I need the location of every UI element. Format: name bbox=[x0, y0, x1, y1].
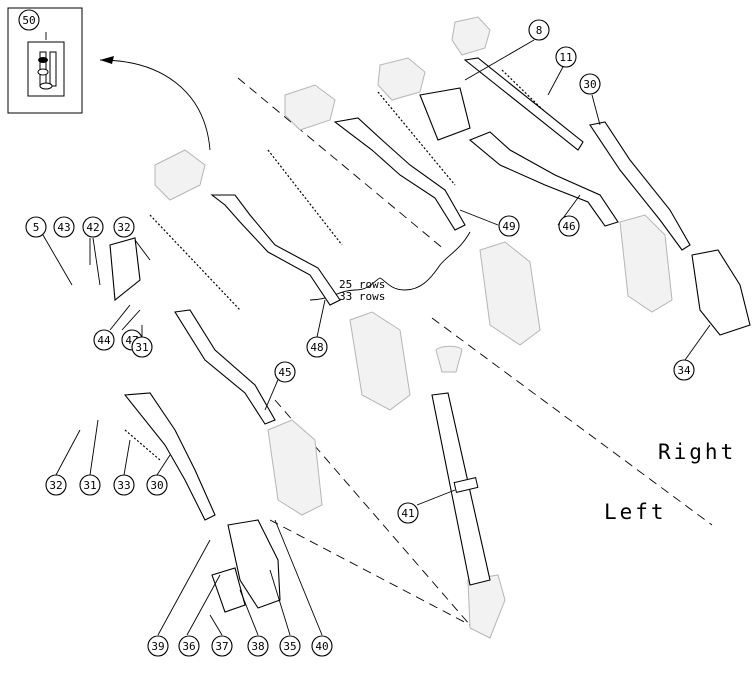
rows-note-line2: 33 rows bbox=[339, 290, 385, 303]
callout-45: 45 bbox=[274, 361, 296, 383]
callout-8: 8 bbox=[528, 19, 550, 41]
callout-34: 34 bbox=[673, 359, 695, 381]
callout-42: 42 bbox=[82, 216, 104, 238]
svg-text:34: 34 bbox=[677, 364, 691, 377]
callout-48: 48 bbox=[306, 336, 328, 358]
callout-49: 49 bbox=[498, 215, 520, 237]
svg-text:44: 44 bbox=[97, 334, 111, 347]
callout-41: 41 bbox=[397, 502, 419, 524]
callout-11: 11 bbox=[555, 46, 577, 68]
callout-43: 43 bbox=[53, 216, 75, 238]
callout-38: 38 bbox=[247, 635, 269, 657]
svg-text:33: 33 bbox=[117, 479, 130, 492]
callout-37: 37 bbox=[211, 635, 233, 657]
svg-text:37: 37 bbox=[215, 640, 228, 653]
svg-text:36: 36 bbox=[182, 640, 195, 653]
svg-text:46: 46 bbox=[562, 220, 575, 233]
callout-33: 33 bbox=[113, 474, 135, 496]
callout-leaders bbox=[42, 32, 711, 636]
inset-detail bbox=[7, 7, 211, 151]
callout-31-top: 31 bbox=[131, 336, 153, 358]
left-side-label: Left bbox=[604, 500, 667, 524]
callout-5: 5 bbox=[25, 216, 47, 238]
callout-31-bottom: 31 bbox=[79, 474, 101, 496]
right-side-label: Right bbox=[658, 440, 736, 464]
svg-text:45: 45 bbox=[278, 366, 291, 379]
svg-text:39: 39 bbox=[151, 640, 164, 653]
svg-text:32: 32 bbox=[49, 479, 62, 492]
rows-note-line1: 25 rows bbox=[339, 278, 385, 291]
svg-text:5: 5 bbox=[33, 221, 40, 234]
callout-44: 44 bbox=[93, 329, 115, 351]
svg-text:42: 42 bbox=[86, 221, 99, 234]
covers bbox=[211, 249, 751, 613]
ghost-covers bbox=[154, 16, 673, 639]
frame-arms bbox=[109, 57, 691, 521]
callout-40: 40 bbox=[311, 635, 333, 657]
svg-text:50: 50 bbox=[22, 14, 35, 27]
svg-text:40: 40 bbox=[315, 640, 328, 653]
svg-text:31: 31 bbox=[83, 479, 96, 492]
svg-text:49: 49 bbox=[502, 220, 515, 233]
callout-32-top: 32 bbox=[113, 216, 135, 238]
post-41 bbox=[431, 392, 491, 586]
callout-50: 50 bbox=[18, 9, 40, 31]
svg-text:30: 30 bbox=[583, 78, 596, 91]
svg-text:30: 30 bbox=[150, 479, 163, 492]
callout-32-bottom: 32 bbox=[45, 474, 67, 496]
svg-text:11: 11 bbox=[559, 51, 572, 64]
svg-text:32: 32 bbox=[117, 221, 130, 234]
callout-30-right: 30 bbox=[579, 73, 601, 95]
rows-brace bbox=[309, 231, 471, 301]
svg-text:8: 8 bbox=[536, 24, 543, 37]
svg-text:31: 31 bbox=[135, 341, 148, 354]
svg-text:43: 43 bbox=[57, 221, 70, 234]
callout-35: 35 bbox=[279, 635, 301, 657]
svg-text:35: 35 bbox=[283, 640, 296, 653]
callout-46: 46 bbox=[558, 215, 580, 237]
svg-text:38: 38 bbox=[251, 640, 264, 653]
callout-39: 39 bbox=[147, 635, 169, 657]
svg-text:48: 48 bbox=[310, 341, 323, 354]
svg-text:41: 41 bbox=[401, 507, 414, 520]
callout-30-bottom: 30 bbox=[146, 474, 168, 496]
callout-36: 36 bbox=[178, 635, 200, 657]
